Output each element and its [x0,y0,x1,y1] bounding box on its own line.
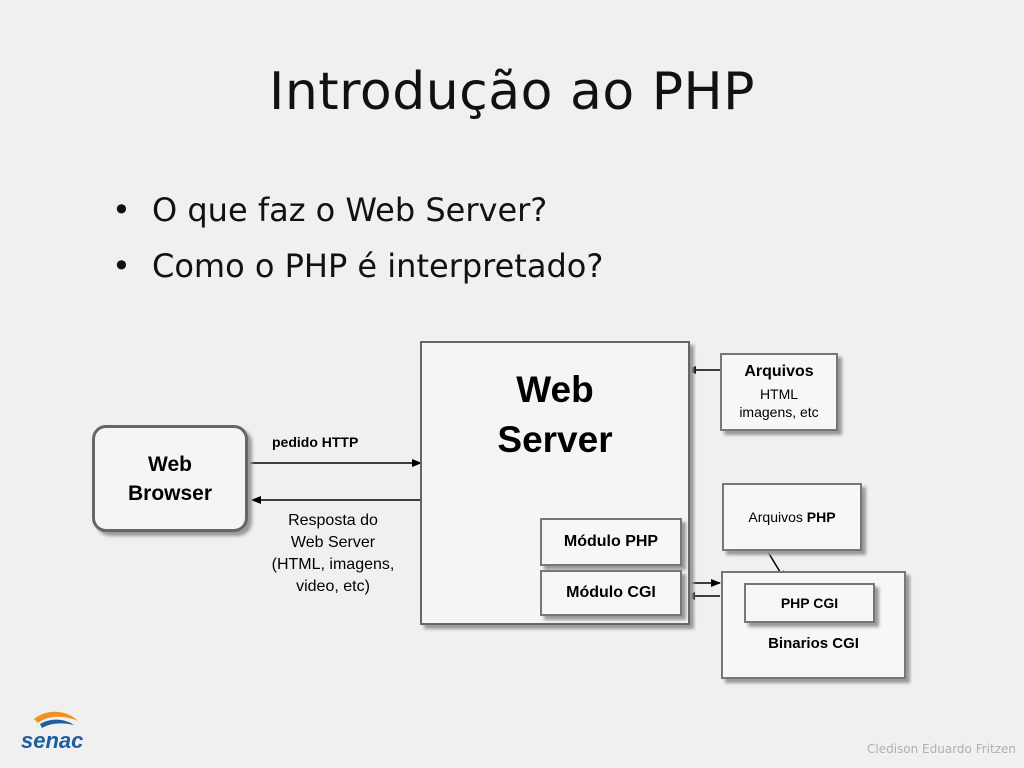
arquivos-php-prefix: Arquivos [748,509,807,525]
arquivos-title: Arquivos [744,363,814,380]
resposta-line: Resposta do [288,512,378,529]
server-label-line1: Web [516,369,594,410]
bullet-text: Como o PHP é interpretado? [152,247,604,285]
modulo-cgi-label: Módulo CGI [566,584,656,601]
senac-logo: senac [21,711,83,753]
bullet-list: • O que faz o Web Server? • Como o PHP é i… [112,182,603,294]
arquivos-line2: imagens, etc [739,404,819,420]
modulo-php-label: Módulo PHP [563,533,659,550]
modulo-cgi-box: Módulo CGI [540,570,682,616]
arquivos-line1: HTML [759,386,799,402]
binarios-cgi-label: Binarios CGI [768,635,859,652]
resposta-line: video, etc) [296,578,370,595]
svg-text:senac: senac [21,728,83,753]
server-label-line2: Server [497,419,613,460]
slide-title: Introdução ao PHP [268,62,756,122]
pedido-http-label: pedido HTTP [272,434,359,450]
resposta-line: (HTML, imagens, [271,556,395,573]
arquivos-php-box: Arquivos PHP [722,483,862,551]
modulo-php-box: Módulo PHP [540,518,682,566]
arquivos-box: Arquivos HTML imagens, etc [720,353,838,431]
bullet-item: • Como o PHP é interpretado? [112,238,603,294]
resposta-label: Resposta do Web Server (HTML, imagens, v… [258,510,408,598]
resposta-line: Web Server [290,534,376,551]
bullet-dot: • [112,247,131,285]
bullet-text: O que faz o Web Server? [152,191,548,229]
browser-label-line2: Browser [127,482,213,505]
web-browser-box: Web Browser [92,425,248,532]
php-cgi-label: PHP CGI [780,595,839,611]
browser-label-line1: Web [148,453,192,476]
php-cgi-box: PHP CGI [744,583,875,623]
arquivos-php-bold: PHP [806,509,836,525]
author-footer: Cledison Eduardo Fritzen [866,742,1016,756]
bullet-dot: • [112,191,131,229]
bullet-item: • O que faz o Web Server? [112,182,603,238]
